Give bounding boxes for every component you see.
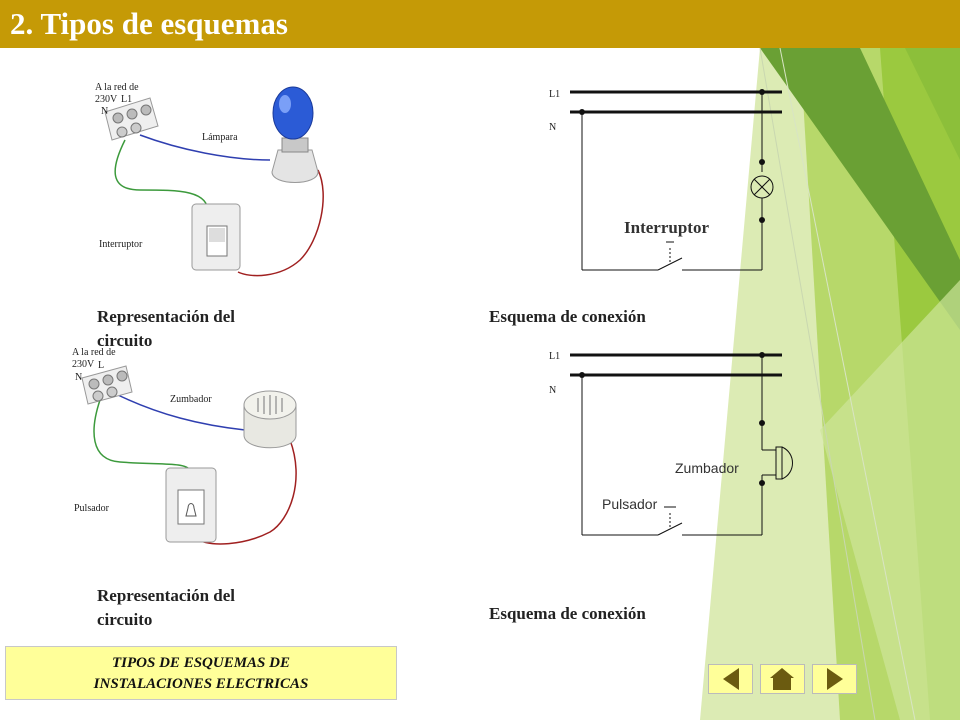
top-schematic-switch-label: Interruptor bbox=[624, 218, 709, 237]
footer-title-line-2: INSTALACIONES ELECTRICAS bbox=[93, 676, 309, 692]
bottom-circuit-drawing bbox=[81, 365, 297, 545]
buzzer-label: Zumbador bbox=[170, 394, 212, 405]
bottom-line-n: N bbox=[549, 385, 557, 396]
pushbutton-box bbox=[165, 467, 217, 543]
bottom-schematic-caption: Esquema de conexión bbox=[489, 604, 646, 623]
top-circuit-drawing bbox=[104, 86, 324, 277]
bottom-terminal-n: N bbox=[75, 372, 83, 383]
previous-arrow-icon bbox=[723, 668, 739, 690]
top-terminal-n: N bbox=[101, 106, 109, 117]
lamp-label: Lámpara bbox=[202, 132, 238, 143]
buzzer bbox=[243, 390, 297, 449]
previous-button[interactable] bbox=[708, 664, 753, 694]
next-button[interactable] bbox=[812, 664, 857, 694]
top-schematic-drawing bbox=[570, 89, 782, 271]
bottom-schematic-buzzer-label: Zumbador bbox=[675, 460, 739, 476]
terminal-block-bottom bbox=[81, 365, 133, 405]
top-schematic-caption: Esquema de conexión bbox=[489, 307, 646, 326]
bottom-red-label: A la red de 230V bbox=[72, 347, 116, 370]
bottom-terminal-l: L bbox=[98, 360, 105, 371]
top-circuit-caption: Representación del circuito bbox=[97, 307, 236, 350]
pushbutton-label: Pulsador bbox=[74, 503, 109, 514]
footer-title-box: TIPOS DE ESQUEMAS DE INSTALACIONES ELECT… bbox=[5, 646, 397, 700]
next-arrow-icon bbox=[827, 668, 843, 690]
bottom-circuit-caption: Representación del circuito bbox=[97, 586, 236, 629]
top-red-label: A la red de 230V bbox=[95, 82, 139, 105]
bottom-schematic-pushbutton-label: Pulsador bbox=[602, 496, 658, 512]
home-button[interactable] bbox=[760, 664, 805, 694]
footer-title-line-1: TIPOS DE ESQUEMAS DE bbox=[112, 655, 290, 671]
top-terminal-l1: L1 bbox=[121, 94, 133, 105]
wall-switch bbox=[191, 203, 241, 271]
lamp bbox=[271, 86, 319, 183]
title-bar bbox=[0, 0, 960, 48]
top-line-l1: L1 bbox=[549, 89, 561, 100]
page-title: 2. Tipos de esquemas bbox=[10, 6, 288, 41]
bottom-line-l1: L1 bbox=[549, 351, 561, 362]
home-icon bbox=[770, 668, 794, 690]
top-line-n: N bbox=[549, 122, 557, 133]
terminal-block-top bbox=[104, 97, 159, 141]
bottom-schematic-drawing bbox=[570, 352, 793, 536]
switch-label: Interruptor bbox=[99, 239, 143, 250]
